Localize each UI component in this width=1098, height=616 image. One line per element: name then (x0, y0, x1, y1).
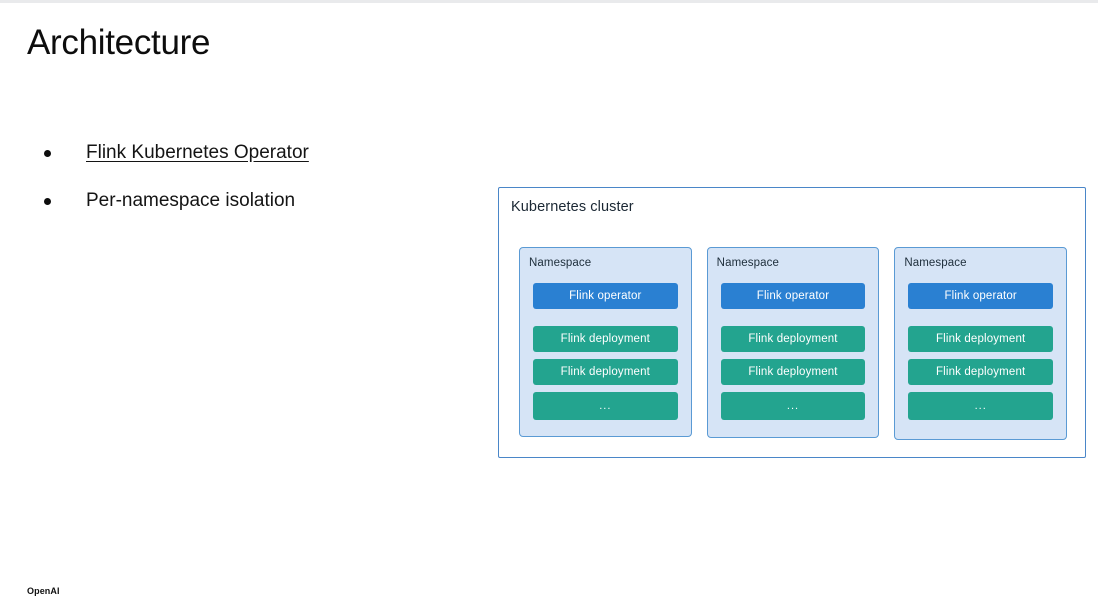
flink-deployment-box: Flink deployment (720, 326, 866, 352)
flink-deployment-more-box: ... (533, 392, 678, 420)
namespace-box-2: Namespace Flink operator Flink deploymen… (706, 247, 880, 438)
flink-deployment-box: Flink deployment (533, 359, 678, 385)
openai-logo: OpenAI (27, 586, 60, 596)
namespace-label: Namespace (904, 257, 967, 269)
list-item: Per-namespace isolation (44, 187, 464, 215)
flink-operator-box: Flink operator (908, 283, 1054, 309)
bullet-text-per-namespace-isolation: Per-namespace isolation (86, 190, 296, 211)
namespace-pods-2: Flink operator Flink deployment Flink de… (720, 283, 866, 420)
bullet-dot-icon (44, 198, 51, 205)
flink-deployment-box: Flink deployment (908, 359, 1054, 385)
list-item: Flink Kubernetes Operator (44, 139, 464, 167)
kubernetes-cluster-box: Kubernetes cluster Namespace Flink opera… (498, 187, 1086, 458)
slide-canvas: Architecture Flink Kubernetes Operator P… (0, 3, 1098, 616)
top-edge-strip (0, 0, 1098, 3)
kubernetes-cluster-label: Kubernetes cluster (511, 199, 634, 215)
namespace-label: Namespace (529, 257, 592, 269)
flink-deployment-box: Flink deployment (533, 326, 678, 352)
flink-operator-box: Flink operator (533, 283, 678, 309)
bullet-dot-icon (44, 150, 51, 157)
bullet-link-flink-kubernetes-operator[interactable]: Flink Kubernetes Operator (86, 142, 309, 163)
namespace-row: Namespace Flink operator Flink deploymen… (519, 247, 1068, 440)
page-title: Architecture (27, 23, 211, 62)
namespace-label: Namespace (716, 257, 779, 269)
namespace-pods-1: Flink operator Flink deployment Flink de… (533, 283, 678, 420)
flink-operator-box: Flink operator (720, 283, 866, 309)
namespace-box-1: Namespace Flink operator Flink deploymen… (519, 247, 692, 437)
namespace-pods-3: Flink operator Flink deployment Flink de… (908, 283, 1054, 420)
flink-deployment-more-box: ... (908, 392, 1054, 420)
flink-deployment-box: Flink deployment (908, 326, 1054, 352)
namespace-box-3: Namespace Flink operator Flink deploymen… (894, 247, 1068, 440)
flink-deployment-box: Flink deployment (720, 359, 866, 385)
flink-deployment-more-box: ... (720, 392, 866, 420)
bullet-list: Flink Kubernetes Operator Per-namespace … (44, 139, 464, 235)
